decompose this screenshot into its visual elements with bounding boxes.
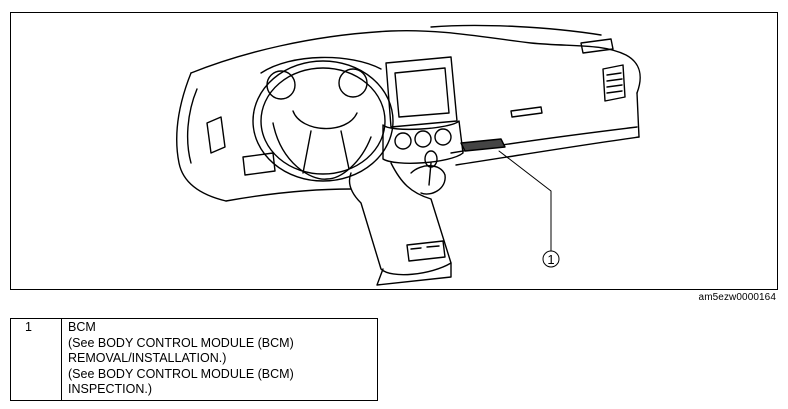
legend-item-description: BCM (See BODY CONTROL MODULE (BCM) REMOV… [61, 318, 378, 401]
callout-number-1: 1 [547, 252, 554, 267]
legend-line: (See BODY CONTROL MODULE (BCM) [68, 335, 294, 350]
center-console-stack [385, 56, 458, 128]
left-vent [206, 116, 226, 154]
dashboard-left-side [175, 72, 227, 202]
legend-line: INSPECTION.) [68, 382, 153, 396]
dashboard-lower-edge [225, 188, 352, 202]
bcm-module [460, 138, 506, 152]
legend-item-number: 1 [10, 318, 62, 401]
legend-table: 1 BCM (See BODY CONTROL MODULE (BCM) REM… [10, 318, 378, 401]
legend-row: 1 BCM (See BODY CONTROL MODULE (BCM) REM… [10, 318, 378, 401]
dashboard-line-drawing: 1 [175, 24, 641, 286]
callout-leader-line [498, 150, 552, 252]
callout-circle-1 [542, 250, 560, 268]
right-vent [602, 64, 626, 102]
center-console [348, 162, 452, 276]
legend-line: (See BODY CONTROL MODULE (BCM) [68, 366, 294, 381]
steering-wheel [252, 60, 394, 182]
dashboard-back-edge [430, 24, 602, 36]
dashboard-top-outline [190, 30, 641, 94]
image-reference-id: am5ezw0000164 [698, 292, 776, 303]
legend-line: BCM [68, 320, 96, 334]
dashboard-illustration-frame: 1 [10, 12, 778, 290]
legend-line: REMOVAL/INSTALLATION.) [68, 351, 227, 365]
